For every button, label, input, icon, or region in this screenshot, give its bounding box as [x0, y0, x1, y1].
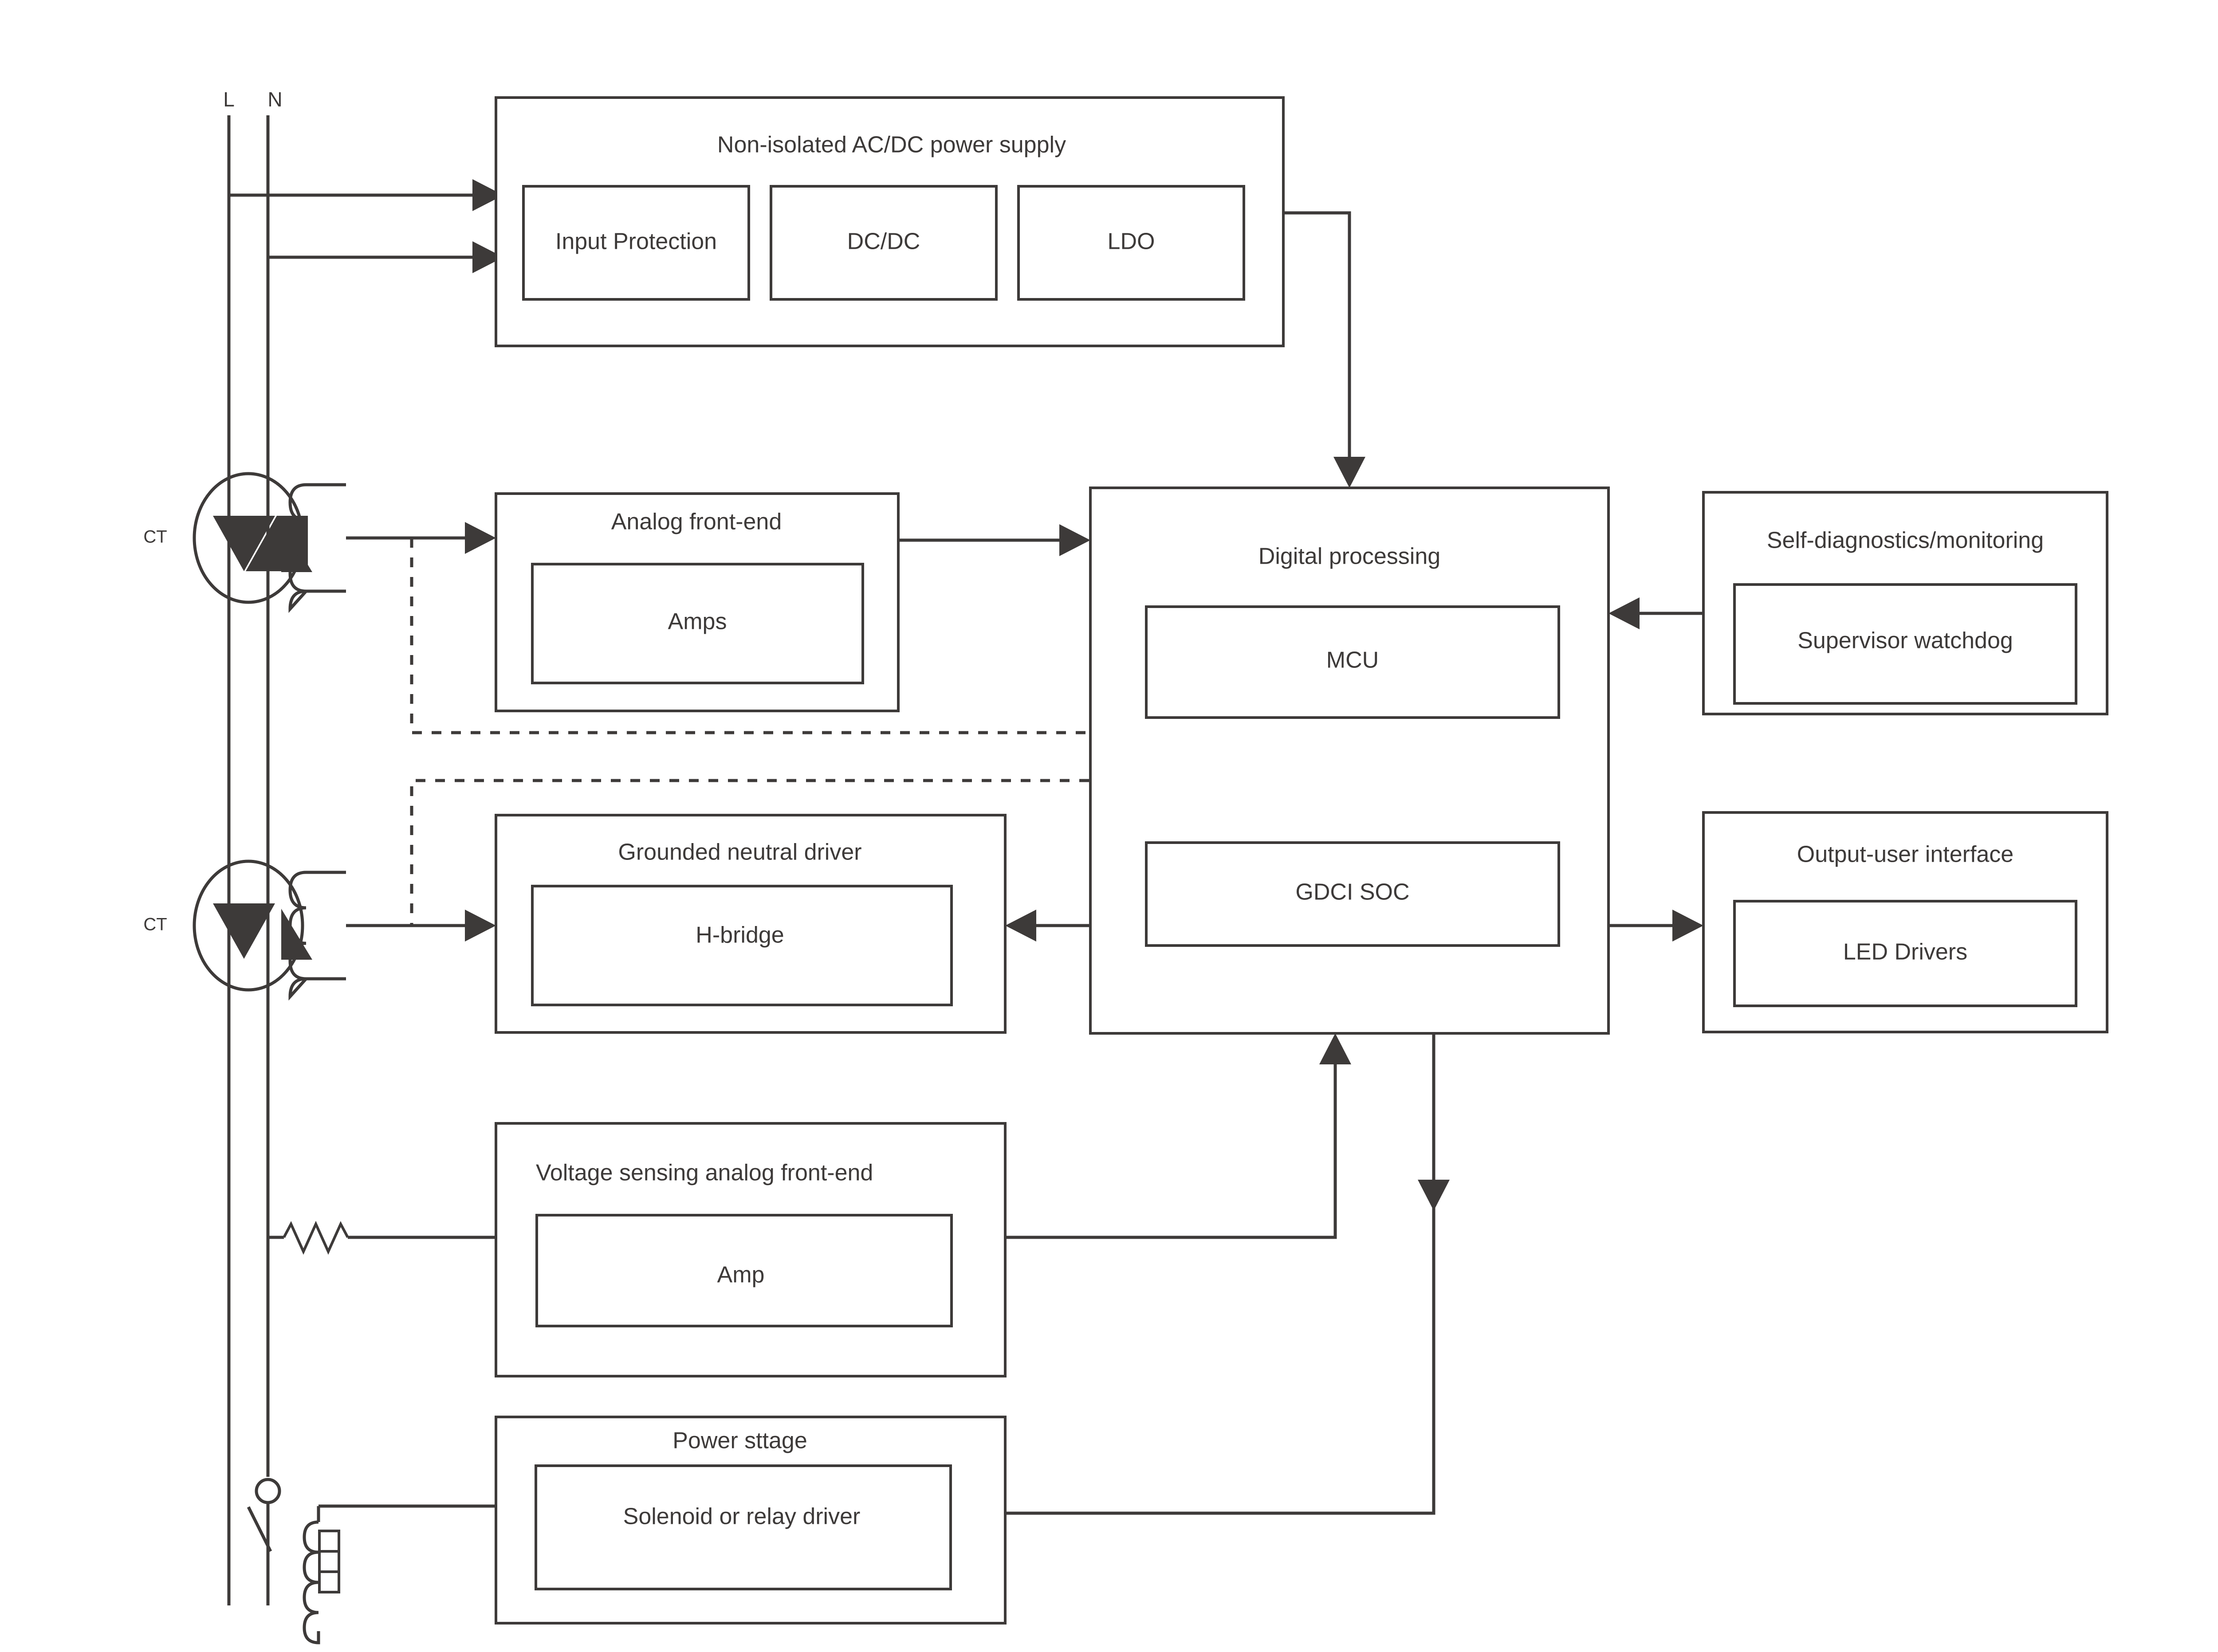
wire-digital-to-powerstage-path [1005, 1033, 1435, 1515]
arrowhead-N-to-psu [472, 241, 503, 273]
arrowhead-digital-to-powerstage [1418, 1180, 1450, 1211]
arrowhead-ct-bottom-to-gnd [465, 910, 496, 942]
arrowhead-vsense-to-digital [1319, 1033, 1351, 1064]
wire-vsense-to-digital [1005, 1033, 1351, 1239]
ct-bottom-triangle-up [281, 909, 312, 960]
amp-box[interactable] [535, 1214, 953, 1327]
mains-bus: L N [223, 88, 283, 1605]
block-output-user-interface[interactable]: Output-user interface LED Drivers [1702, 811, 2108, 1033]
wire-digital-to-powerstage [1005, 1033, 1450, 1515]
grounded-neutral-driver-title: Grounded neutral driver [618, 840, 861, 865]
supervisor-watchdog-box[interactable] [1733, 583, 2077, 705]
gdci-soc-label: GDCI SOC [1295, 879, 1409, 905]
input-protection-label: Input Protection [555, 229, 717, 255]
dcdc-label: DC/DC [847, 229, 920, 255]
h-bridge-label: H-bridge [696, 922, 784, 948]
wire-psu-to-digital-path [1283, 211, 1351, 457]
gdci-soc-box[interactable] [1145, 841, 1560, 947]
ct-bottom-label: CT [143, 915, 167, 934]
solenoid-relay-driver-box[interactable] [535, 1464, 952, 1590]
voltage-sensing-title: Voltage sensing analog front-end [536, 1160, 873, 1186]
amp-label: Amp [717, 1262, 765, 1288]
solenoid-and-switch [247, 1478, 496, 1644]
ct-bottom-core [193, 859, 304, 992]
switch-blade-icon [247, 1506, 272, 1552]
switch-contact-icon [255, 1478, 281, 1504]
mcu-box[interactable] [1145, 605, 1560, 719]
wire-afe-to-digital [898, 524, 1090, 556]
led-drivers-label: LED Drivers [1843, 939, 1967, 965]
solenoid-relay-driver-label: Solenoid or relay driver [623, 1504, 861, 1530]
ct-bottom: CT [143, 859, 346, 1001]
solenoid-core-seg-3 [318, 1570, 340, 1593]
block-power-supply[interactable]: Non-isolated AC/DC power supply Input Pr… [495, 96, 1285, 347]
arrowhead-afe-to-digital [1059, 524, 1090, 556]
ct-top: CT [143, 472, 346, 613]
arrowhead-psu-to-digital [1333, 457, 1365, 488]
ldo-box[interactable] [1017, 185, 1245, 301]
block-power-stage[interactable]: Power sttage Solenoid or relay driver [495, 1416, 1007, 1625]
analog-front-end-title: Analog front-end [611, 509, 782, 535]
dashed-sense-lines [410, 538, 1089, 926]
self-diagnostics-title: Self-diagnostics/monitoring [1767, 528, 2044, 553]
mains-to-psu-wires [229, 179, 503, 273]
input-protection-box[interactable] [522, 185, 750, 301]
voltage-sense-tap [268, 1220, 496, 1255]
solenoid-core-seg-2 [318, 1550, 340, 1573]
supervisor-watchdog-label: Supervisor watchdog [1797, 628, 2013, 654]
arrowhead-ct-top-to-afe [465, 522, 496, 554]
block-analog-front-end[interactable]: Analog front-end Amps [495, 492, 900, 712]
ct-bottom-winding [288, 871, 346, 1001]
block-digital-processing[interactable]: Digital processing MCU GDCI SOC [1089, 487, 1610, 1035]
block-voltage-sensing[interactable]: Voltage sensing analog front-end Amp [495, 1122, 1007, 1377]
digital-processing-title: Digital processing [1258, 544, 1440, 569]
ct-top-triangle-down [213, 516, 275, 571]
wire-psu-to-digital [1283, 211, 1365, 488]
block-grounded-neutral-driver[interactable]: Grounded neutral driver H-bridge [495, 814, 1007, 1034]
solenoid-core-seg-1 [318, 1530, 340, 1553]
ct-top-winding [288, 483, 346, 613]
digital-processing-outer-box[interactable] [1089, 487, 1610, 1035]
ldo-label: LDO [1108, 229, 1155, 255]
wire-selfdiag-to-digital [1608, 597, 1703, 629]
bus-label-N: N [267, 88, 282, 111]
power-stage-title: Power sttage [672, 1428, 807, 1454]
wire-ct-top-to-afe [346, 522, 496, 554]
h-bridge-box[interactable] [531, 885, 953, 1006]
ct-top-label: CT [143, 527, 167, 547]
arrowhead-digital-to-gnd [1005, 910, 1036, 942]
amps-label: Amps [668, 609, 727, 635]
bus-label-L: L [223, 88, 235, 111]
wire-vsense-to-digital-path [1005, 1064, 1337, 1239]
arrowhead-digital-to-output [1672, 910, 1703, 942]
arrowhead-selfdiag-to-digital [1608, 597, 1640, 629]
resistor-icon [283, 1220, 349, 1255]
dashed-line-afe-sense [410, 538, 1089, 734]
led-drivers-box[interactable] [1733, 900, 2077, 1007]
wire-digital-to-gnd [1005, 910, 1090, 942]
wire-digital-to-output [1608, 910, 1703, 942]
output-user-interface-title: Output-user interface [1797, 842, 2014, 867]
block-self-diagnostics[interactable]: Self-diagnostics/monitoring Supervisor w… [1702, 491, 2108, 715]
amps-box[interactable] [531, 563, 864, 684]
power-supply-title: Non-isolated AC/DC power supply [717, 132, 1066, 158]
dcdc-box[interactable] [770, 185, 998, 301]
mcu-label: MCU [1326, 647, 1379, 673]
solenoid-coil-icon [303, 1520, 320, 1644]
arrowhead-L-to-psu [472, 179, 503, 211]
ct-bottom-triangle-down [213, 903, 275, 959]
wire-ct-bottom-to-gnd [346, 910, 496, 942]
